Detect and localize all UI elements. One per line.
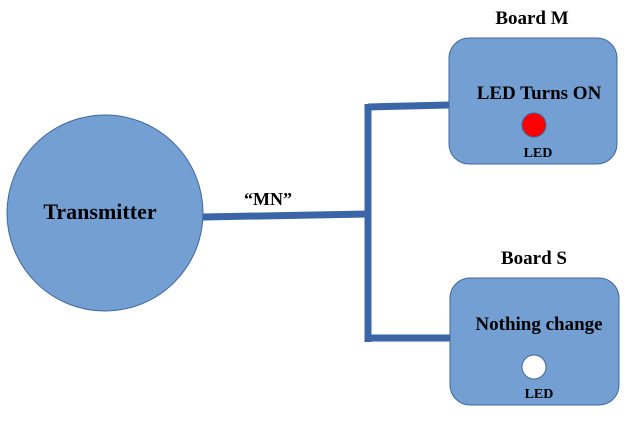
board-m-box: [448, 37, 618, 165]
board-s-led: [521, 354, 547, 380]
board-s-box: [449, 277, 620, 406]
board-s-led-label: LED: [525, 387, 554, 402]
board-s-status: Nothing change: [475, 314, 602, 335]
signal-label: “MN”: [244, 189, 292, 209]
board-s-title: Board S: [501, 248, 567, 269]
transmitter-wire: [202, 210, 369, 221]
transmitter-label: Transmitter: [43, 199, 156, 224]
board-m-title: Board M: [495, 8, 568, 29]
transmitter-node: [6, 114, 204, 312]
board-m-led-label: LED: [524, 146, 553, 161]
board-m-status: LED Turns ON: [477, 83, 602, 104]
board-m-wire: [367, 101, 450, 111]
board-m-led: [521, 112, 547, 138]
